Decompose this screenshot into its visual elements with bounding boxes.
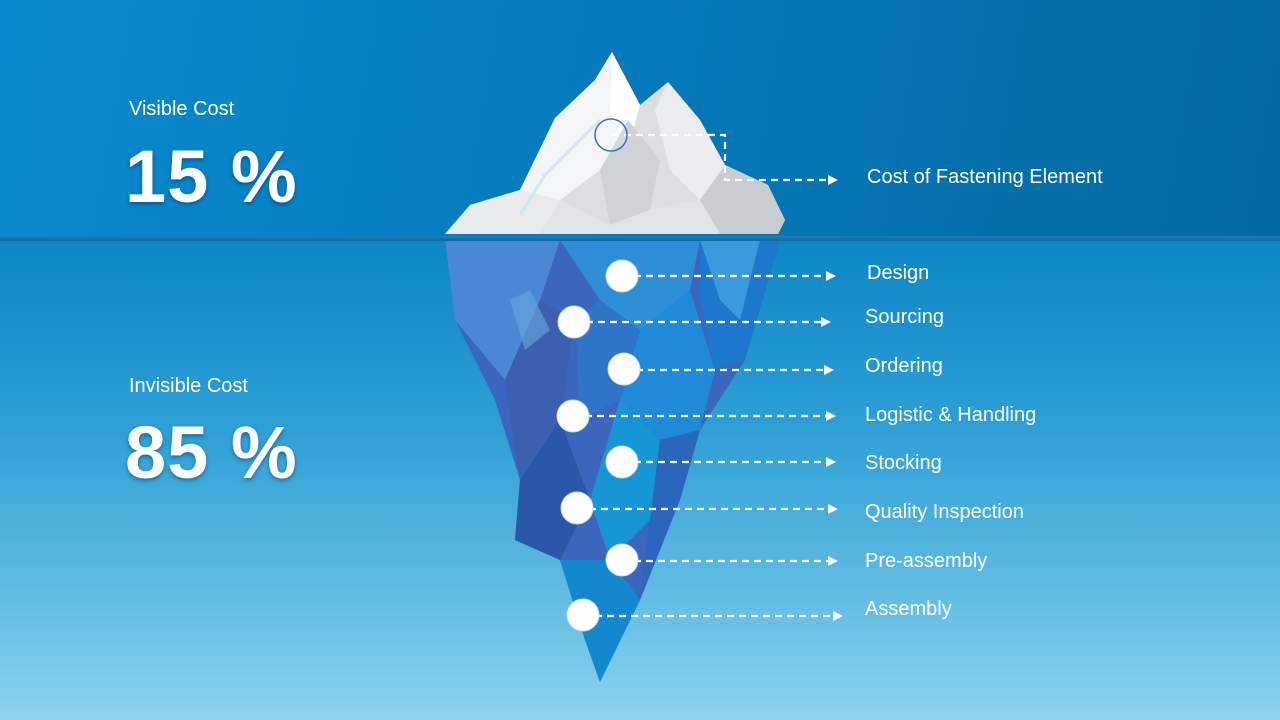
item-quality-inspection: Quality Inspection xyxy=(865,501,1024,524)
visible-cost-percent: 15 % xyxy=(125,134,298,219)
water-line xyxy=(0,236,1280,241)
item-ordering: Ordering xyxy=(865,355,943,378)
invisible-cost-percent: 85 % xyxy=(125,410,298,495)
item-cost-of-fastening-element: Cost of Fastening Element xyxy=(867,166,1103,189)
item-pre-assembly: Pre-assembly xyxy=(865,550,987,573)
item-stocking: Stocking xyxy=(865,452,942,475)
visible-cost-label: Visible Cost xyxy=(129,98,234,121)
item-logistic-handling: Logistic & Handling xyxy=(865,404,1036,427)
invisible-cost-label: Invisible Cost xyxy=(129,375,248,398)
item-assembly: Assembly xyxy=(865,598,952,621)
item-sourcing: Sourcing xyxy=(865,306,944,329)
item-design: Design xyxy=(867,262,929,285)
